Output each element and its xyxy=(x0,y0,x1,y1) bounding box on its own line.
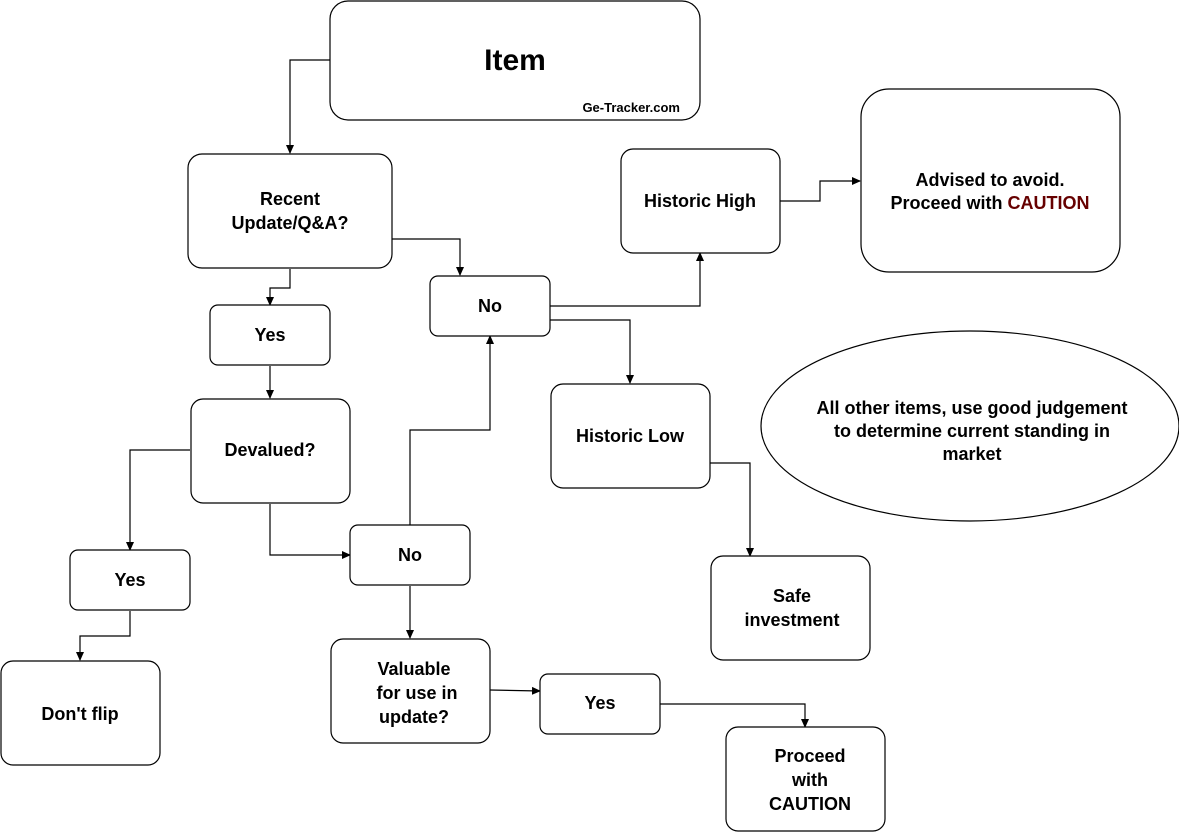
edge-no-devalued-to-no-update xyxy=(409,335,494,525)
node-historic-high: Historic High xyxy=(620,148,781,254)
node-yes-update: Yes xyxy=(209,304,331,366)
safe-investment-line2: investment xyxy=(744,610,839,630)
yes-update-text: Yes xyxy=(254,325,285,345)
edge-no-to-historic-high xyxy=(550,252,704,307)
yes-devalued-text: Yes xyxy=(114,570,145,590)
edge-historic-high-to-advised xyxy=(780,177,861,202)
node-recent-update: Recent Update/Q&A? xyxy=(187,153,393,269)
node-historic-low: Historic Low xyxy=(550,383,711,489)
note-line2: to determine current standing in xyxy=(834,421,1110,441)
item-title: Item xyxy=(484,44,546,77)
edge-valuable-to-yes xyxy=(489,686,541,695)
advised-avoid-caution: CAUTION xyxy=(1008,193,1090,213)
note-line1: All other items, use good judgement xyxy=(816,398,1127,418)
node-dont-flip: Don't flip xyxy=(0,660,161,766)
edge-item-to-recent-update xyxy=(286,59,330,154)
advised-avoid-line1: Advised to avoid. xyxy=(915,170,1064,190)
edge-devalued-to-yes xyxy=(126,449,190,551)
edge-recent-update-to-yes xyxy=(266,269,291,306)
proceed-caution-line1: Proceed xyxy=(774,746,845,766)
node-proceed-caution: Proceed with CAUTION xyxy=(725,726,886,832)
dont-flip-text: Don't flip xyxy=(41,704,118,724)
edge-yes-to-dont-flip xyxy=(76,611,131,661)
advised-avoid-line2: Proceed with CAUTION xyxy=(890,193,1089,213)
node-yes-devalued: Yes xyxy=(69,549,191,611)
advised-avoid-prefix: Proceed with xyxy=(890,193,1002,213)
no-update-text: No xyxy=(478,296,502,316)
edge-no-to-historic-low xyxy=(550,319,634,384)
node-note: All other items, use good judgement to d… xyxy=(760,330,1179,522)
node-no-update: No xyxy=(429,275,551,337)
edge-recent-update-to-no xyxy=(392,238,464,276)
recent-update-line2: Update/Q&A? xyxy=(232,213,349,233)
node-valuable: Valuable for use in update? xyxy=(330,638,491,744)
valuable-line1: Valuable xyxy=(377,659,450,679)
proceed-caution-line2: with xyxy=(791,770,828,790)
edge-devalued-to-no xyxy=(269,504,351,559)
valuable-line2: for use in xyxy=(376,683,457,703)
node-no-devalued: No xyxy=(349,524,471,586)
edges xyxy=(76,59,861,728)
recent-update-line1: Recent xyxy=(260,189,320,209)
item-source: Ge-Tracker.com xyxy=(582,100,680,115)
node-devalued: Devalued? xyxy=(190,398,351,504)
yes-valuable-text: Yes xyxy=(584,693,615,713)
node-item: Item Ge-Tracker.com xyxy=(329,0,701,121)
node-safe-investment: Safe investment xyxy=(710,555,871,661)
node-yes-valuable: Yes xyxy=(539,673,661,735)
note-line3: market xyxy=(942,444,1001,464)
edge-historic-low-to-safe xyxy=(710,462,754,557)
devalued-text: Devalued? xyxy=(224,440,315,460)
historic-low-text: Historic Low xyxy=(576,426,685,446)
safe-investment-line1: Safe xyxy=(773,586,811,606)
no-devalued-text: No xyxy=(398,545,422,565)
valuable-line3: update? xyxy=(379,707,449,727)
proceed-caution-line3: CAUTION xyxy=(769,794,851,814)
edge-yes-to-proceed xyxy=(660,703,809,728)
historic-high-text: Historic High xyxy=(644,191,756,211)
node-advised-avoid: Advised to avoid. Proceed with CAUTION xyxy=(860,88,1121,273)
